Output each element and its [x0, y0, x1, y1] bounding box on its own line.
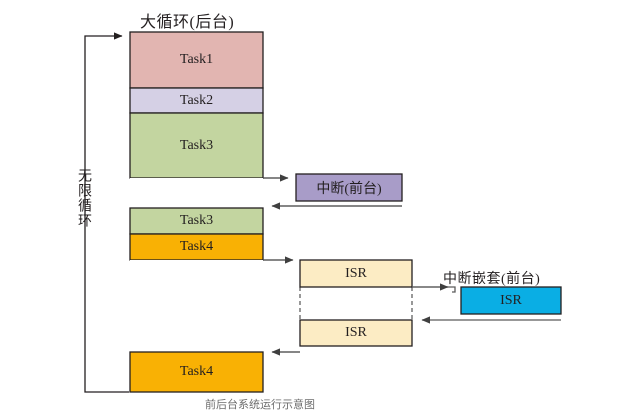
task-block-gap — [130, 178, 263, 208]
task-block-task3b — [129, 207, 264, 235]
infinite-loop-label: 无限循环 — [76, 168, 91, 228]
task-block-task3a — [129, 112, 264, 179]
page-title-nested-interrupt: 中断嵌套(前台) — [443, 272, 541, 287]
interrupt-box — [295, 173, 403, 202]
isr-box-lower — [299, 319, 413, 347]
infinite-loop-arrow — [84, 32, 129, 393]
task-block-task4a — [129, 233, 264, 261]
task-block-task4b — [129, 351, 264, 393]
page-title-main: 大循环(后台) — [140, 14, 235, 31]
task-block-task1 — [129, 31, 264, 89]
arrow-isr-upper-to-nested — [412, 283, 456, 293]
task-block-task2 — [129, 87, 264, 114]
task-block-idle-lower — [130, 260, 263, 352]
isr-box-nested — [460, 286, 562, 315]
figure-caption: 前后台系统运行示意图 — [205, 399, 315, 411]
isr-box-upper — [299, 259, 413, 288]
